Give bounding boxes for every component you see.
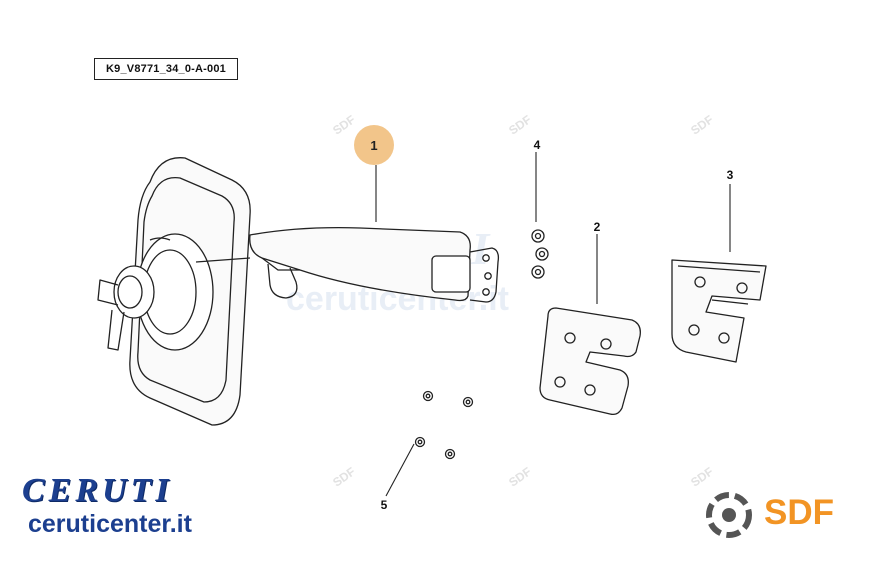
screws-part-5 — [414, 390, 474, 460]
callout-2: 2 — [593, 220, 601, 234]
callout-5: 5 — [380, 498, 388, 512]
callout-3: 3 — [726, 168, 734, 182]
drawing-code: K9_V8771_34_0-A-001 — [94, 58, 238, 80]
nuts-part-4 — [531, 229, 549, 279]
mirror-arm-part-1 — [249, 226, 500, 303]
sdf-logo-icon — [706, 492, 752, 538]
pad-part-2 — [539, 307, 641, 416]
callout-1: 1 — [354, 125, 394, 165]
mirror-housing — [97, 157, 251, 426]
leader-lines — [375, 152, 731, 497]
ceruti-url: ceruticenter.it — [28, 510, 192, 538]
ceruti-logo: CERUTI — [22, 472, 173, 509]
pad-part-3 — [671, 259, 767, 363]
callout-4: 4 — [533, 138, 541, 152]
callout-label: 1 — [370, 137, 378, 153]
sdf-logo-text: SDF — [764, 493, 834, 532]
